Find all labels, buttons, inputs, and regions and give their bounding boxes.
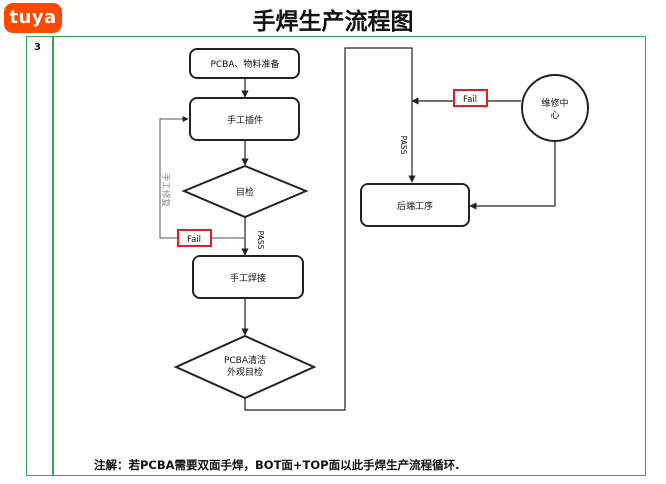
label-pass-right: PASS bbox=[399, 136, 408, 155]
fail-box-left bbox=[177, 229, 212, 247]
label-clean-line2: 外观目检 bbox=[227, 366, 263, 378]
node-post-process bbox=[360, 183, 470, 227]
step-number: 3 bbox=[34, 42, 41, 53]
column-divider bbox=[52, 36, 54, 476]
label-visual-check: 目检 bbox=[236, 186, 254, 198]
node-insert bbox=[189, 97, 300, 141]
label-insert: 手工插件 bbox=[227, 114, 263, 126]
node-repair-center bbox=[521, 74, 589, 142]
edge-clean-post bbox=[244, 47, 416, 411]
fail-box-right bbox=[453, 89, 488, 107]
label-post-process: 后端工序 bbox=[397, 200, 433, 212]
node-prep bbox=[189, 48, 300, 79]
label-manual-repair: 手工修复 bbox=[160, 173, 171, 208]
label-solder: 手工焊接 bbox=[230, 272, 266, 284]
label-pass-left: PASS bbox=[256, 231, 265, 250]
label-prep: PCBA、物料准备 bbox=[210, 58, 279, 70]
page-title: 手焊生产流程图 bbox=[252, 8, 414, 35]
label-fail-right: Fail bbox=[463, 95, 477, 105]
edge-repair-post bbox=[469, 140, 556, 210]
diagram-frame bbox=[26, 36, 646, 476]
footnote: 注解：若PCBA需要双面手焊，BOT面+TOP面以此手焊生产流程循环. bbox=[94, 458, 460, 472]
label-repair-line1: 维修中 bbox=[541, 97, 568, 109]
node-solder bbox=[192, 255, 304, 299]
label-clean-line1: PCBA清洁 bbox=[224, 354, 266, 366]
label-repair-line2: 心 bbox=[550, 110, 559, 121]
node-clean-check bbox=[173, 334, 317, 400]
tuya-logo: tuya bbox=[4, 3, 62, 33]
node-visual-check bbox=[181, 164, 309, 219]
label-fail-left: Fail bbox=[187, 235, 201, 245]
